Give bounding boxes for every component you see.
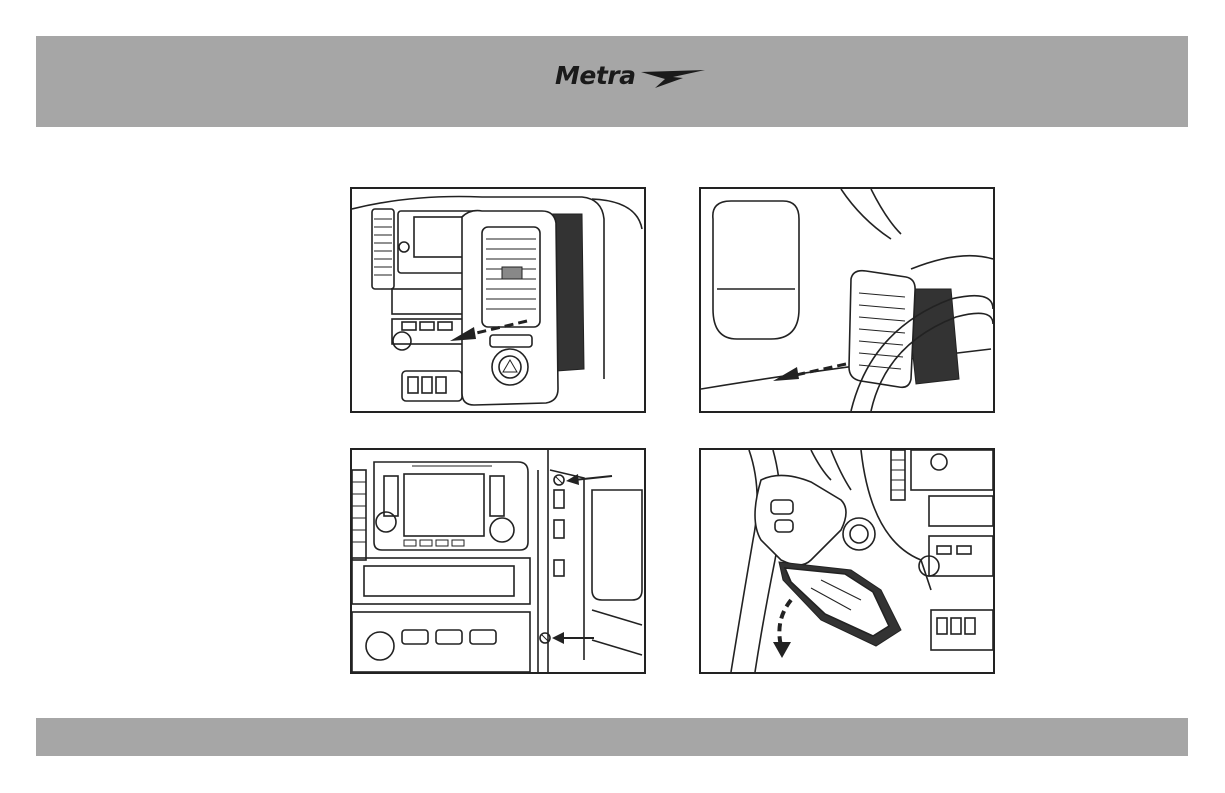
figure-screw-removal	[350, 448, 646, 674]
dash-panel-removal-illustration-icon	[352, 189, 644, 411]
figure-dash-panel-removal	[350, 187, 646, 413]
vent-panel-removal-illustration-icon	[701, 189, 993, 411]
logo-lightning-bolt-icon	[641, 70, 705, 88]
lower-panel-removal-illustration-icon	[701, 450, 993, 672]
figure-lower-panel-removal	[699, 448, 995, 674]
logo-wordmark: Metra	[555, 61, 635, 90]
figure-vent-panel-removal	[699, 187, 995, 413]
screw-removal-illustration-icon	[352, 450, 644, 672]
metra-logo: Metra	[555, 58, 710, 92]
footer-band	[36, 718, 1188, 756]
